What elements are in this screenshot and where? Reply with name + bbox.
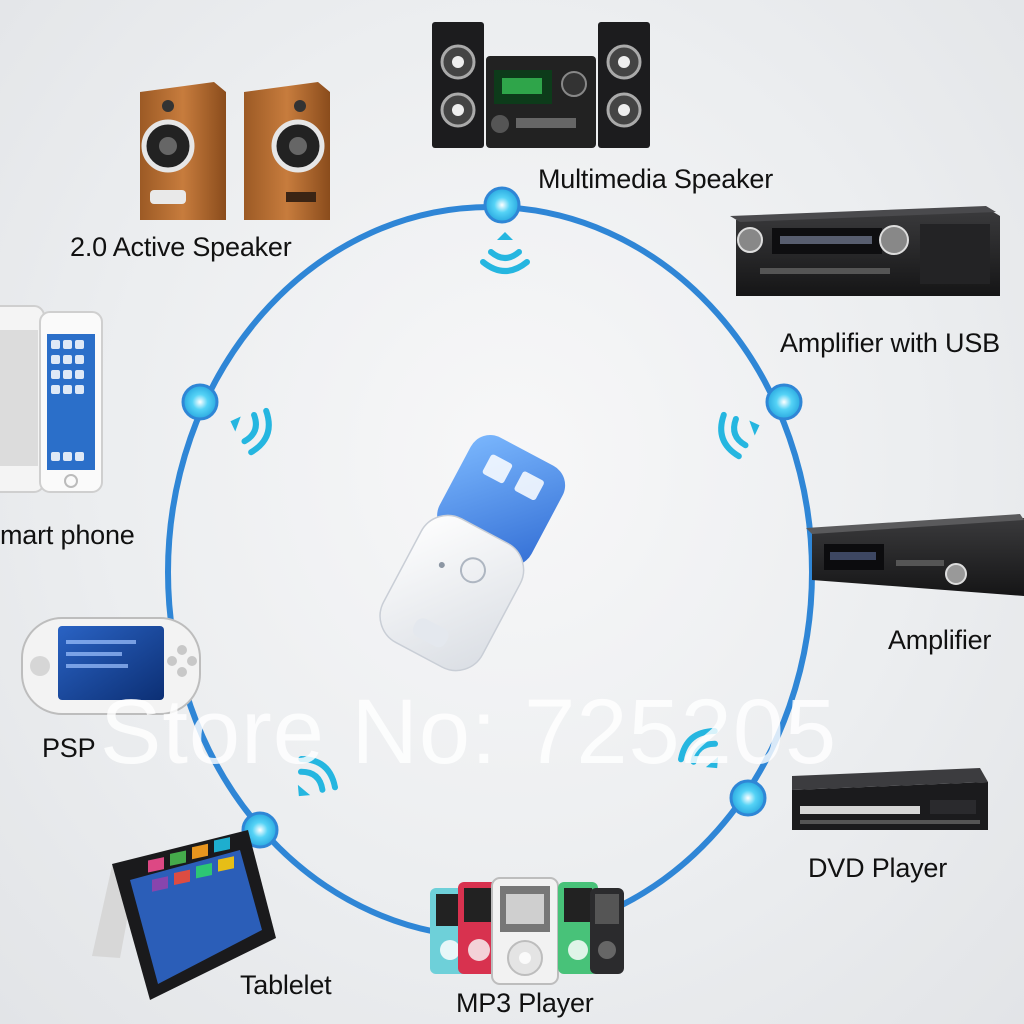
multimedia-speaker-system-icon [432,22,650,148]
label-amplifier-with-usb: Amplifier with USB [780,328,1000,358]
amplifier-with-usb-icon [730,206,1000,296]
signal-wave-icon [297,756,338,797]
ring-node [241,811,279,849]
signal-wave-icon [678,728,719,769]
bluetooth-usb-dongle-icon [379,435,566,672]
label-dvd-player: DVD Player [808,853,948,883]
dvd-player-icon [792,768,988,830]
label-active-speaker: 2.0 Active Speaker [70,232,292,262]
active-speaker-pair-icon [140,82,330,220]
label-multimedia-speaker: Multimedia Speaker [538,164,774,194]
psp-console-icon [21,617,201,715]
label-amplifier: Amplifier [888,625,992,655]
label-mp3-player: MP3 Player [456,988,594,1018]
signal-wave-icon [718,411,760,460]
smart-phone-icon [0,305,103,493]
ring-node [765,383,803,421]
ring-nodes [181,186,803,849]
ring-node [181,383,219,421]
label-psp: PSP [42,733,96,763]
ring-node [729,779,767,817]
amplifier-icon [806,514,1024,596]
label-tablelet: Tablelet [240,970,332,1000]
watermark: Store No: 725205 [100,681,838,783]
signal-wave-icon [480,232,530,274]
mp3-player-icon [430,877,624,985]
ring-node [483,186,521,224]
signal-wave-icon [230,407,272,456]
tablet-laptop-icon [92,830,276,1000]
label-smart-phone: mart phone [0,520,135,550]
